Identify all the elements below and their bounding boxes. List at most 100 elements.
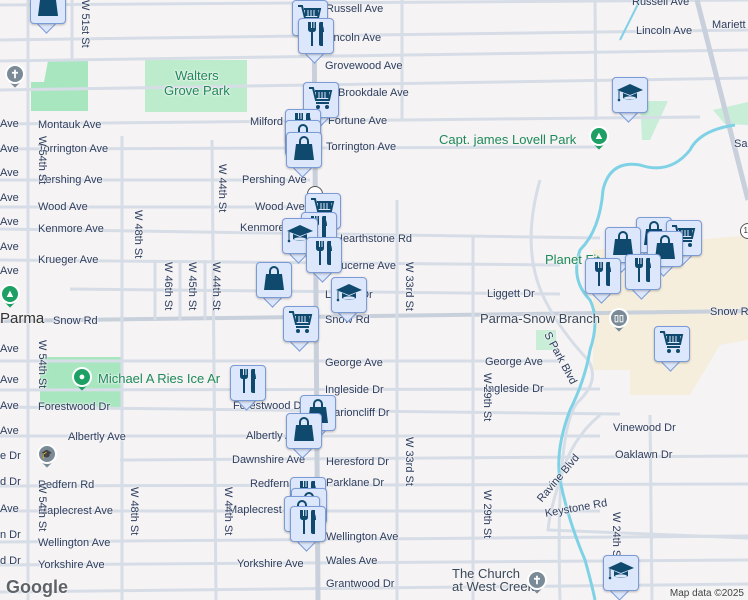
restaurant-icon: [237, 368, 259, 399]
restaurant-icon: [592, 261, 614, 292]
book-icon: ▯▯: [609, 308, 629, 328]
marker-grocery[interactable]: [654, 326, 690, 372]
street-label-vertical: W 51st St: [79, 0, 91, 48]
marker-box: [625, 254, 661, 290]
shopping-bag-icon: [293, 416, 315, 447]
marker-box: [603, 555, 639, 591]
shopping-bag-icon: [612, 230, 634, 261]
street-label-partial: Ave: [0, 374, 19, 386]
street-label: Lucerne Ave: [335, 260, 396, 272]
street-label-vertical: W 54th St: [36, 483, 48, 532]
marker-restaurant[interactable]: [230, 365, 266, 411]
poi-label-ice-arena[interactable]: Michael A Ries Ice Ar: [98, 371, 221, 386]
street-label-partial: Sa: [734, 138, 748, 150]
shopping-cart-icon: [659, 330, 685, 359]
restaurant-icon: [305, 21, 327, 52]
marker-box: [298, 18, 334, 54]
shopping-cart-icon: [288, 310, 314, 339]
marker-box: [283, 306, 319, 342]
street-label: Russell Ave: [326, 3, 384, 15]
street-label: Maplecrest: [228, 504, 282, 516]
marker-box: [612, 77, 648, 113]
shopping-bag-icon: [293, 135, 315, 166]
marker-school[interactable]: [282, 218, 318, 264]
street-label: Snow Rd: [53, 315, 98, 327]
street-label-vertical: W 48th St: [128, 487, 140, 536]
city-label: Parma: [0, 310, 45, 327]
street-label: Wellington Ave: [326, 531, 399, 543]
google-logo[interactable]: Google: [6, 577, 68, 597]
street-label-vertical: W 44th St: [216, 164, 228, 213]
map-attribution[interactable]: Map data ©2025: [665, 587, 748, 600]
park-pin-lovell[interactable]: ▲: [589, 126, 609, 152]
street-label: Lincoln Ave: [636, 25, 693, 37]
church-pin-west-creek[interactable]: ✝: [527, 570, 547, 596]
park-label-lovell[interactable]: Capt. james Lovell Park: [439, 132, 577, 147]
street-label: Russell Ave: [632, 0, 690, 8]
marker-restaurant[interactable]: [625, 254, 661, 300]
street-label: Forestwood Dr: [38, 401, 111, 413]
restaurant-icon: [632, 257, 654, 288]
marker-school[interactable]: [331, 277, 367, 323]
street-label: Torrington Ave: [38, 143, 109, 155]
marker-restaurant[interactable]: [290, 506, 326, 552]
marker-box: [286, 132, 322, 168]
street-label: Kenmore Ave: [38, 223, 104, 235]
marker-school[interactable]: [603, 555, 639, 600]
street-label-partial: Ave: [0, 400, 19, 412]
street-label-vertical: W 29th St: [481, 490, 493, 539]
street-label-vertical: W 44th St: [210, 262, 222, 311]
street-label: Grovewood Ave: [325, 60, 403, 72]
library-pin[interactable]: ▯▯: [609, 308, 629, 334]
marker-box: [282, 218, 318, 254]
cross-icon: ✝: [5, 64, 25, 84]
marker-box: [256, 262, 292, 298]
street-label: George Ave: [485, 356, 543, 368]
street-label: Albertly Ave: [68, 431, 126, 443]
shopping-bag-icon: [37, 0, 59, 22]
street-label: Pershing Ave: [38, 174, 103, 186]
street-label-partial: Ave: [0, 425, 19, 437]
marker-box: [585, 258, 621, 294]
street-label: Liggett Dr: [487, 288, 535, 300]
place-pin-ice-arena[interactable]: ●: [72, 367, 92, 393]
street-label-partial: Ave: [0, 167, 19, 179]
street-label: Redfern: [250, 478, 290, 490]
park-pin[interactable]: ▲: [0, 284, 20, 310]
marker-grocery[interactable]: [303, 82, 339, 128]
street-label: Milford: [250, 116, 284, 128]
street-label-partial: Ave: [0, 216, 19, 228]
marker-shopping[interactable]: [286, 132, 322, 178]
street-label-partial: e Dr: [0, 450, 21, 462]
poi-label-parma-snow-branch[interactable]: Parma-Snow Branch: [480, 311, 600, 326]
marker-grocery[interactable]: [283, 306, 319, 352]
street-label: George Ave: [325, 357, 383, 369]
marker-restaurant[interactable]: [306, 237, 342, 283]
marker-shopping[interactable]: [286, 413, 322, 459]
marker-shopping[interactable]: [647, 231, 683, 277]
street-label: Dawnshire Ave: [232, 454, 306, 466]
street-label: Grantwood Dr: [326, 578, 395, 590]
marker-shopping[interactable]: [30, 0, 66, 34]
street-label-vertical: W 54th St: [36, 340, 48, 389]
marker-restaurant[interactable]: [585, 258, 621, 304]
street-label: Snow Rd: [710, 306, 748, 318]
street-label-partial: d Dr: [0, 555, 21, 567]
marker-shopping[interactable]: [256, 262, 292, 308]
marker-box: [303, 82, 339, 118]
street-label-partial: Ave: [0, 118, 19, 130]
marker-school[interactable]: [612, 77, 648, 123]
marker-box: [647, 231, 683, 267]
street-label: Fortune Ave: [328, 115, 388, 127]
street-label-vertical: W 48th St: [132, 210, 144, 259]
graduation-cap-icon: [335, 282, 363, 309]
marker-box: [331, 277, 367, 313]
marker-restaurant[interactable]: [298, 18, 334, 64]
marker-box: [290, 506, 326, 542]
church-pin[interactable]: ✝: [5, 64, 25, 90]
school-pin[interactable]: 🎓: [37, 444, 57, 470]
street-label: Ingleside Dr: [485, 383, 544, 395]
street-label: Maplecrest Ave: [38, 505, 114, 517]
